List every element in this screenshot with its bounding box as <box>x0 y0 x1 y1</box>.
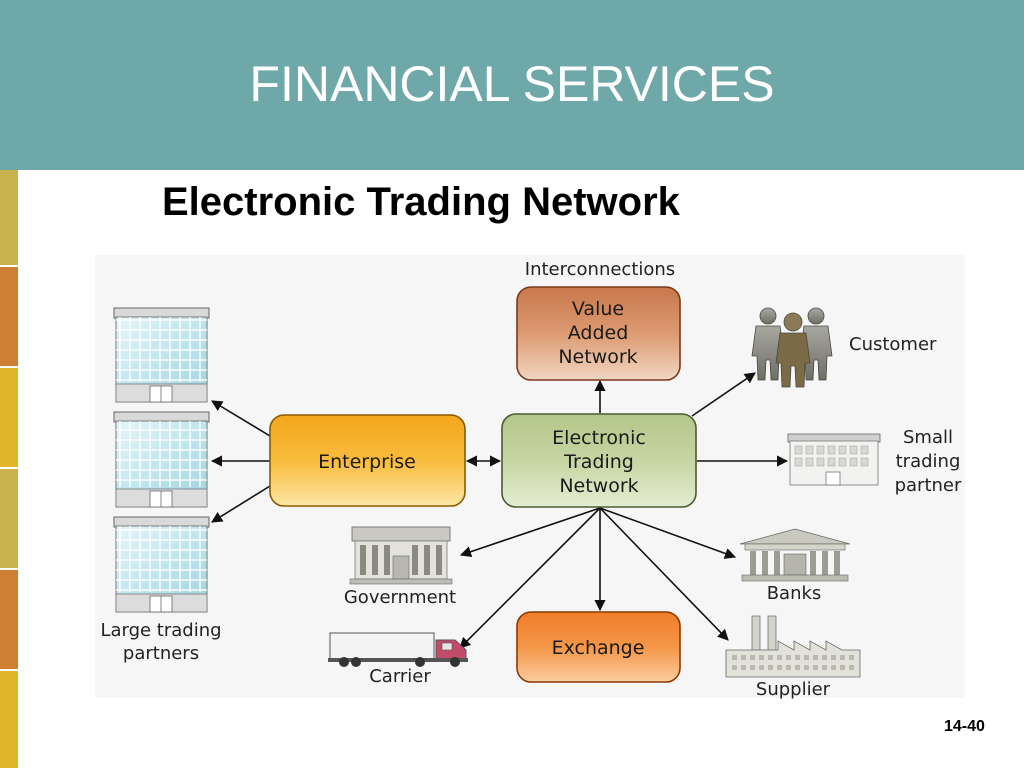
side-strip-segment <box>0 267 18 368</box>
office-building-icon <box>113 411 210 508</box>
arrow-to-large-partner-top <box>211 400 271 437</box>
large-trading-partners-line-1: Large trading <box>100 620 221 641</box>
large-trading-partners-line-2: partners <box>123 643 199 664</box>
small-trading-partner-line-3: partner <box>895 475 962 496</box>
arrow-to-supplier <box>599 507 729 641</box>
slide-header: FINANCIAL SERVICES <box>0 0 1024 170</box>
etn-line-3: Network <box>559 475 638 497</box>
value-added-network-node: Value Added Network <box>516 286 681 381</box>
slide-subtitle: Electronic Trading Network <box>162 180 680 224</box>
truck-icon <box>328 632 468 667</box>
side-color-strip <box>0 170 18 768</box>
side-strip-segment <box>0 368 18 469</box>
customer-label: Customer <box>849 334 937 355</box>
side-strip-segment <box>0 671 18 768</box>
banks-label: Banks <box>767 583 822 604</box>
side-strip-segment <box>0 570 18 671</box>
connector-lines <box>210 372 789 649</box>
government-label: Government <box>344 587 456 608</box>
enterprise-node: Enterprise <box>269 414 466 507</box>
value-added-network-line-2: Added <box>568 322 629 344</box>
side-strip-segment <box>0 170 18 267</box>
page-number: 14-40 <box>944 718 985 735</box>
arrow-to-government <box>459 507 601 558</box>
carrier-label: Carrier <box>369 666 431 687</box>
arrow-to-carrier <box>459 507 601 649</box>
small-building-icon <box>787 433 881 486</box>
office-building-icon <box>113 516 210 613</box>
etn-line-2: Trading <box>563 451 634 473</box>
supplier-label: Supplier <box>756 679 831 700</box>
electronic-trading-network-node: Electronic Trading Network <box>501 413 697 508</box>
arrow-to-banks <box>599 507 737 559</box>
slide-title: FINANCIAL SERVICES <box>249 56 775 112</box>
government-building-icon <box>349 526 453 585</box>
factory-icon <box>725 615 861 678</box>
enterprise-label: Enterprise <box>318 451 416 473</box>
office-building-icon <box>113 307 210 403</box>
interconnections-label: Interconnections <box>525 259 675 280</box>
exchange-node: Exchange <box>516 611 681 683</box>
exchange-label: Exchange <box>552 637 645 659</box>
small-trading-partner-line-1: Small <box>903 427 953 448</box>
value-added-network-line-3: Network <box>558 346 637 368</box>
arrow-to-customer <box>691 372 756 417</box>
bank-building-icon <box>739 528 851 582</box>
side-strip-segment <box>0 469 18 570</box>
value-added-network-line-1: Value <box>572 298 624 320</box>
customer-people-icon <box>751 307 833 388</box>
small-trading-partner-line-2: trading <box>896 451 961 472</box>
etn-line-1: Electronic <box>552 427 646 449</box>
arrow-to-large-partner-bottom <box>211 485 271 523</box>
